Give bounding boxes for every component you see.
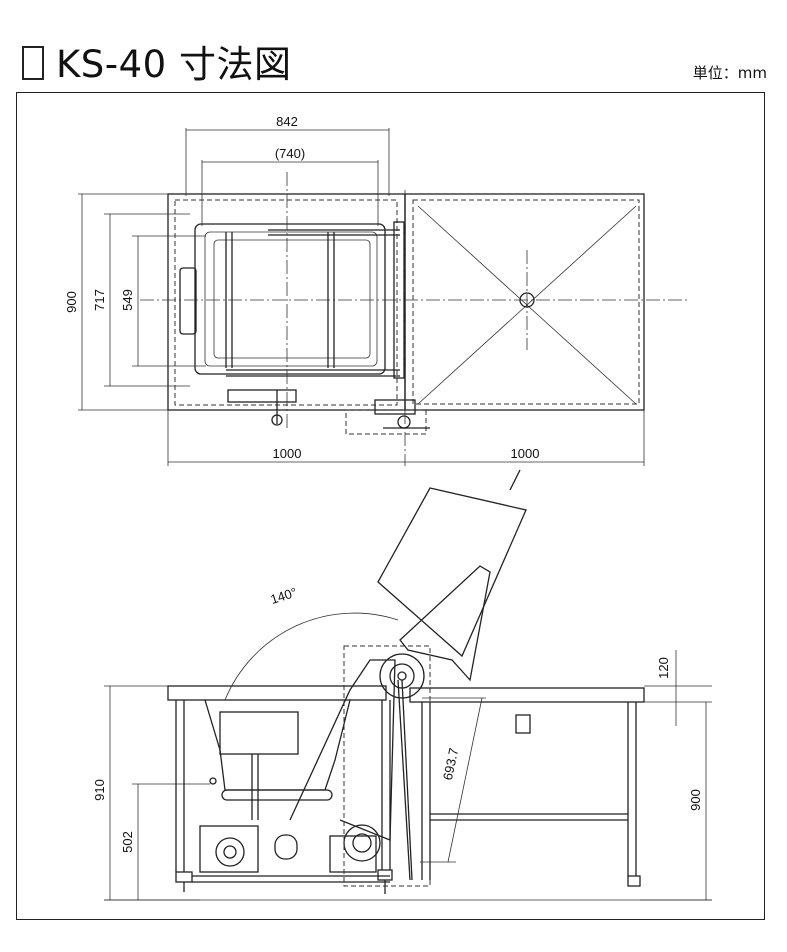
dim-angle: 140°	[269, 584, 299, 607]
title-box-icon	[22, 46, 44, 80]
elevation-view: 140° 693.7 910 502 120 900	[92, 469, 712, 901]
title-text: KS-40 寸法図	[56, 43, 292, 86]
dim-top-outer: 842	[276, 114, 298, 129]
dim-top-inner: (740)	[275, 146, 305, 161]
page-title: KS-40 寸法図	[22, 34, 291, 88]
unit-label: 単位：mm	[692, 64, 767, 82]
dim-side-502: 502	[120, 831, 135, 853]
dim-right-120: 120	[656, 657, 671, 679]
dim-side-910: 910	[92, 779, 107, 801]
dim-left-717: 717	[92, 289, 107, 311]
plan-view: 842 (740) 900 717 549 1000 1000	[64, 114, 690, 466]
dim-bottom-left: 1000	[273, 446, 302, 461]
dim-bottom-right: 1000	[511, 446, 540, 461]
dim-left-900: 900	[64, 291, 79, 313]
drawing-frame	[16, 92, 765, 920]
dim-left-549: 549	[120, 289, 135, 311]
dim-right-900: 900	[688, 789, 703, 811]
dim-diagonal: 693.7	[440, 747, 461, 782]
